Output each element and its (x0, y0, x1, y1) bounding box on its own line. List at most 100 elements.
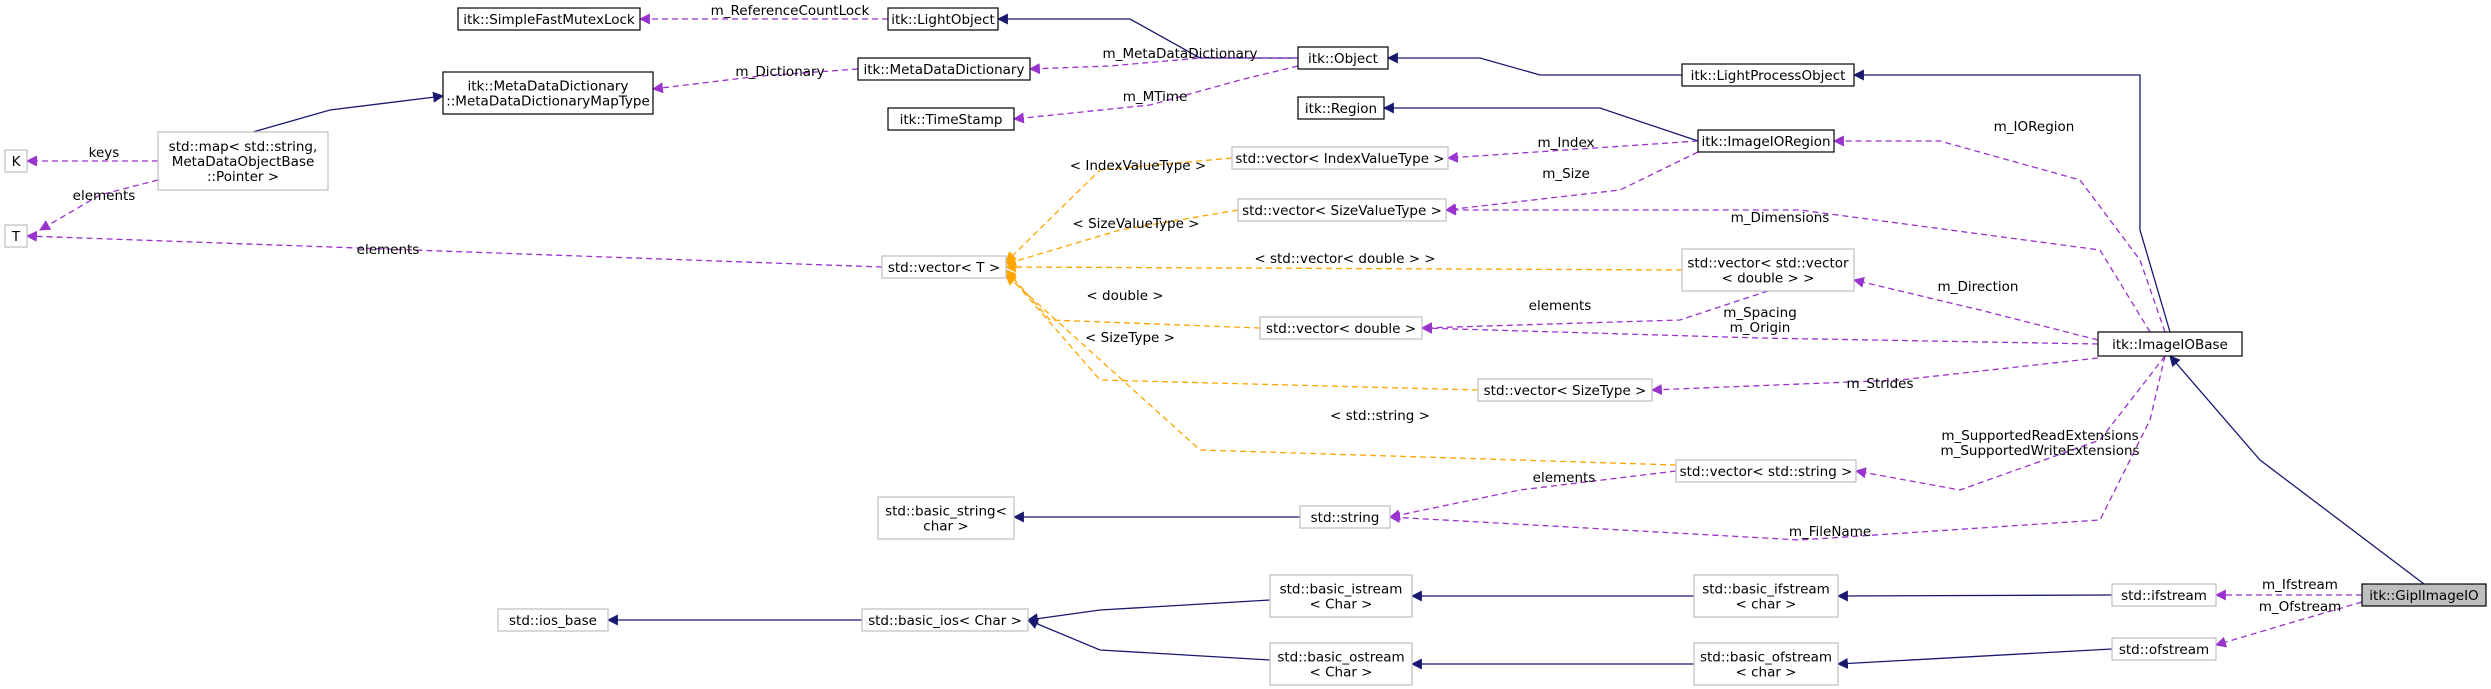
class-node[interactable]: itk::MetaDataDictionary (857, 57, 1031, 81)
edge-label: m_FileName (1789, 524, 1871, 540)
class-node[interactable]: std::vector< IndexValueType > (1231, 146, 1449, 170)
class-node-label: std::vector< IndexValueType > (1235, 151, 1444, 167)
class-node[interactable]: itk::GiplImageIO (2361, 583, 2487, 607)
class-node-box (2097, 331, 2243, 357)
edge-label: < IndexValueType > (1070, 158, 1206, 174)
class-node-box (1237, 198, 1447, 222)
class-node-label: < Char > (1309, 665, 1372, 681)
edge-inherit (1836, 590, 2113, 602)
class-node-box (2111, 637, 2217, 661)
class-node[interactable]: itk::Object (1297, 46, 1389, 70)
class-node-box (1681, 63, 1855, 87)
edge-label: m_MetaDataDictionary (1103, 46, 1258, 62)
edge-label: elements (1533, 470, 1596, 486)
edge-inherit (1026, 599, 1271, 625)
class-node-label: itk::Object (1308, 51, 1378, 67)
edge-template (1004, 261, 1683, 273)
class-node[interactable]: std::vector< std::vector< double > > (1681, 248, 1855, 292)
class-node[interactable]: T (4, 224, 28, 248)
class-node[interactable]: std::basic_ifstream< char > (1693, 574, 1839, 618)
class-node[interactable]: std::vector< std::string > (1675, 459, 1857, 483)
edge-inherit (1836, 648, 2113, 669)
edge-member (1028, 57, 1298, 75)
class-node[interactable]: std::basic_string<char > (877, 496, 1015, 540)
class-node-label: itk::SimpleFastMutexLock (463, 12, 635, 28)
edge-inherit (1382, 102, 1699, 142)
class-node[interactable]: itk::Region (1297, 96, 1385, 120)
edge-member (1444, 204, 2151, 333)
class-node-box (1269, 642, 1413, 686)
class-node-box (2361, 583, 2487, 607)
class-node-label: std::string (1311, 510, 1380, 526)
edge-label-layer: m_ReferenceCountLockm_MetaDataDictionary… (73, 3, 2342, 615)
edge-label: m_SupportedReadExtensions (1941, 428, 2138, 444)
class-node-box (857, 57, 1031, 81)
class-node-box (2111, 583, 2217, 607)
class-node[interactable]: std::basic_ostream< Char > (1269, 642, 1413, 686)
edge-member (651, 68, 859, 94)
class-node-label: MetaDataObjectBase (172, 154, 315, 170)
class-node-label: ::MetaDataDictionaryMapType (446, 94, 650, 110)
class-node[interactable]: itk::TimeStamp (887, 107, 1015, 131)
class-node[interactable]: itk::LightObject (887, 7, 999, 31)
class-node[interactable]: K (4, 149, 28, 173)
class-node[interactable]: itk::SimpleFastMutexLock (457, 7, 641, 31)
class-node-label: itk::ImageIORegion (1701, 134, 1830, 150)
edge-member (2214, 601, 2363, 648)
edge-label: m_Dimensions (1731, 210, 1830, 226)
edge-label: m_Index (1537, 135, 1594, 151)
class-node[interactable]: std::basic_istream< Char > (1269, 574, 1413, 618)
class-node[interactable]: itk::LightProcessObject (1681, 63, 1855, 87)
class-node-label: std::basic_string< (885, 504, 1007, 520)
class-node[interactable]: std::basic_ios< Char > (861, 608, 1029, 632)
class-node-label: std::basic_ios< Char > (868, 613, 1022, 629)
class-node[interactable]: std::ofstream (2111, 637, 2217, 661)
edge-member (1854, 355, 2166, 491)
class-node-label: std::ofstream (2119, 642, 2209, 658)
class-node-label: itk::LightObject (891, 12, 995, 28)
edge-member (1444, 151, 1699, 215)
class-node-label: std::vector< std::string > (1680, 464, 1853, 480)
edge-label: < SizeType > (1085, 330, 1175, 346)
class-node-label: < char > (1735, 665, 1796, 681)
class-node-label: std::ios_base (509, 613, 597, 629)
class-node-label: std::vector< double > (1266, 321, 1416, 337)
class-node-label: < Char > (1309, 597, 1372, 613)
class-node[interactable]: std::vector< T > (881, 255, 1007, 279)
class-node-label: std::vector< SizeType > (1484, 383, 1647, 399)
class-node[interactable]: std::vector< double > (1259, 316, 1423, 340)
class-node[interactable]: itk::ImageIORegion (1697, 129, 1835, 153)
class-node-box (497, 608, 609, 632)
class-node-box (881, 255, 1007, 279)
edge-label: elements (357, 242, 420, 258)
edge-inherit (2169, 355, 2425, 585)
class-node[interactable]: itk::MetaDataDictionary::MetaDataDiction… (442, 71, 654, 115)
class-node[interactable]: std::map< std::string,MetaDataObjectBase… (157, 131, 329, 191)
edge-member (1012, 65, 1299, 124)
edge-inherit (252, 91, 445, 133)
edge-inherit (996, 13, 1298, 59)
class-node[interactable]: std::basic_ofstream< char > (1693, 642, 1839, 686)
class-node-box (1297, 96, 1385, 120)
class-node[interactable]: std::string (1299, 505, 1391, 529)
class-node-label: itk::Region (1305, 101, 1377, 117)
edge-member (1650, 357, 2099, 396)
class-node-label: char > (923, 519, 968, 535)
edge-inherit (1852, 69, 2171, 333)
class-node[interactable]: std::vector< SizeValueType > (1237, 198, 1447, 222)
class-node-box (877, 496, 1015, 540)
class-node-label: ::Pointer > (207, 169, 279, 185)
class-node-box (4, 149, 28, 173)
class-node[interactable]: itk::ImageIOBase (2097, 331, 2243, 357)
class-node[interactable]: std::ios_base (497, 608, 609, 632)
node-layer: itk::SimpleFastMutexLock itk::LightObject… (4, 7, 2487, 686)
edge-label: m_Origin (1730, 320, 1791, 336)
class-node-box (457, 7, 641, 31)
class-node[interactable]: std::vector< SizeType > (1477, 378, 1653, 402)
class-node-label: itk::GiplImageIO (2369, 588, 2478, 604)
edge-label: < SizeValueType > (1073, 216, 1200, 232)
class-node-label: std::vector< SizeValueType > (1242, 203, 1442, 219)
class-node[interactable]: std::ifstream (2111, 583, 2217, 607)
class-node-box (1299, 505, 1391, 529)
